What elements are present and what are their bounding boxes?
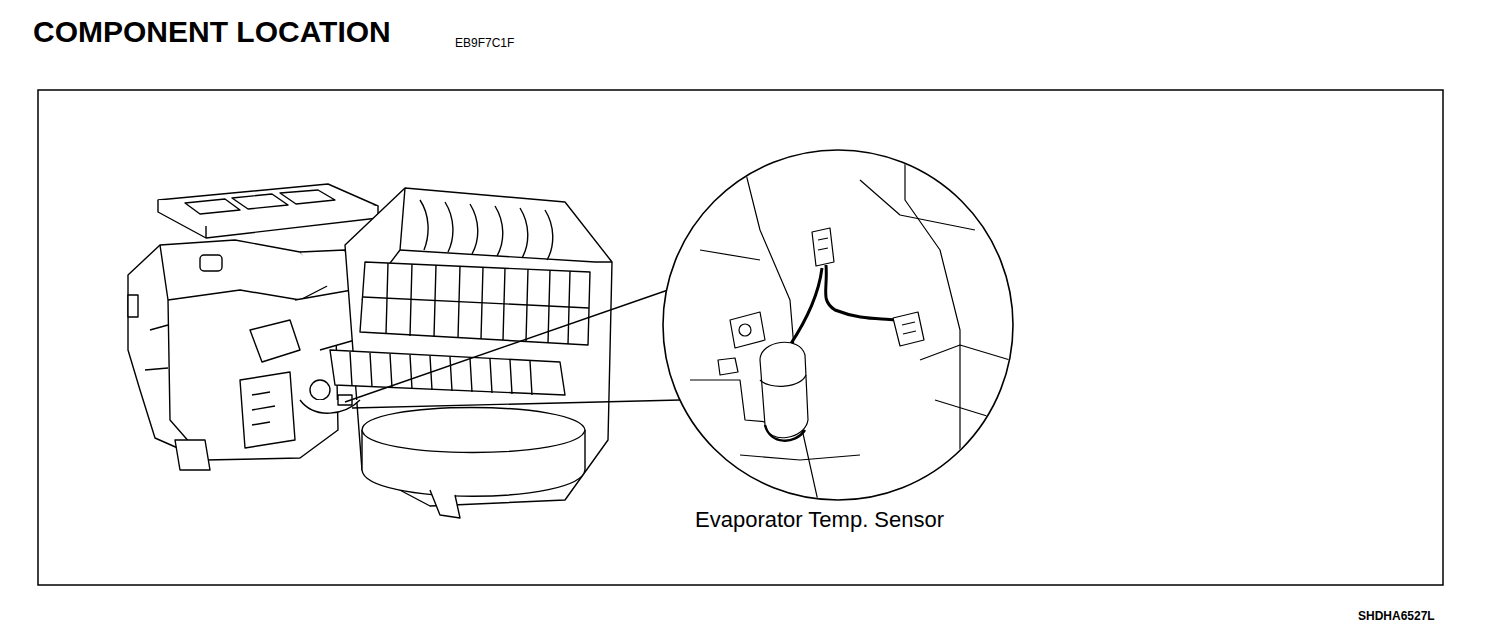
- section-code: EB9F7C1F: [455, 37, 514, 50]
- frame: [38, 90, 1443, 585]
- zoom-detail: [690, 150, 1010, 510]
- leader-line: [345, 290, 680, 408]
- hvac-unit: [128, 184, 612, 518]
- page-title: COMPONENT LOCATION: [33, 15, 391, 48]
- zoom-circle: [663, 150, 1013, 500]
- part-name: Evaporator Temp. Sensor: [695, 508, 944, 532]
- figure-code: SHDHA6527L: [1358, 610, 1435, 623]
